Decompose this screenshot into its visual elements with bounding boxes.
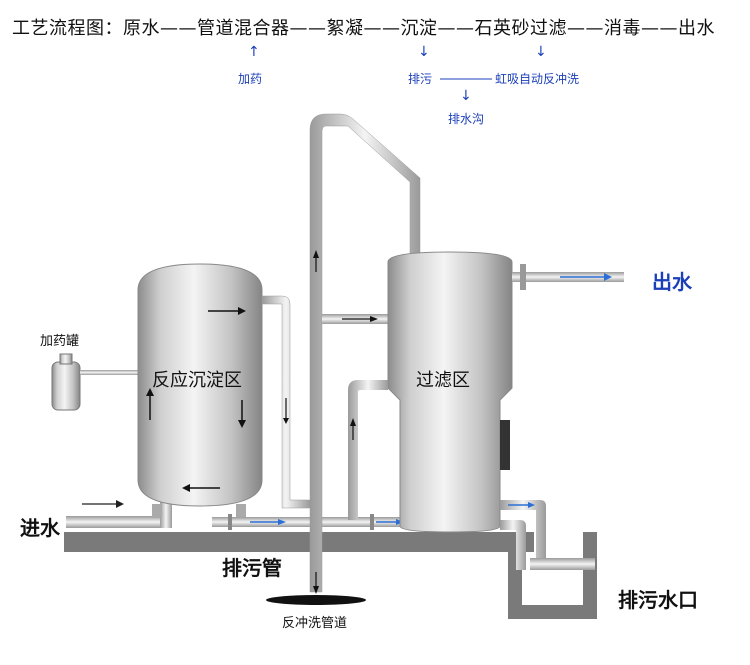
drain-outlet-label: 排污水口	[618, 588, 698, 612]
filter-tank	[387, 251, 513, 533]
flow-arrow-head	[313, 250, 319, 258]
inlet-riser	[160, 500, 172, 528]
filter-drain-pipe	[500, 520, 526, 570]
siphon-backwash-annotation: 虹吸自动反冲洗	[495, 72, 580, 86]
down-arrow-icon: ↓	[418, 44, 430, 60]
pipe-flange	[370, 514, 374, 530]
outlet-label: 出水	[652, 270, 692, 294]
reaction-zone-label: 反应沉淀区	[152, 370, 242, 391]
flow-arrow-head	[278, 519, 286, 525]
down-arrow-icon: ↓	[460, 88, 472, 104]
ditch-annotation: 排水沟	[448, 112, 485, 126]
drain-outlet-pipe	[530, 558, 595, 570]
down-arrow-icon: ↓	[535, 44, 547, 60]
filter-drain-pipe	[500, 500, 546, 560]
reaction-tank	[137, 263, 263, 507]
drain-pipe-label: 排污管	[222, 556, 282, 580]
tank-leg	[152, 504, 162, 518]
flow-arrow-head	[283, 418, 289, 424]
flow-arrow-head	[238, 307, 246, 315]
siphon-pipe	[309, 113, 421, 593]
sight-glass	[500, 420, 510, 470]
flow-arrow-head	[528, 502, 535, 508]
flow-prefix: 工艺流程图：	[12, 18, 123, 39]
ground-slab	[64, 532, 534, 552]
up-arrow-icon: ↑	[248, 44, 260, 60]
drain-annotation: 排污	[408, 72, 433, 86]
outlet-flange	[520, 264, 526, 290]
pipe-flange	[228, 514, 232, 530]
filter-side-pipe	[348, 380, 388, 520]
process-flow-title: 工艺流程图：原水——管道混合器——絮凝——沉淀——石英砂过滤——消毒——出水	[12, 14, 715, 40]
inlet-label: 进水	[20, 516, 60, 540]
inlet-arrow-head	[116, 500, 124, 508]
dosing-tank	[51, 361, 81, 411]
inlet-pipe	[66, 516, 166, 528]
bottom-transfer-pipe	[212, 517, 402, 527]
backwash-pipe-disc	[266, 595, 366, 605]
flow-arrow-head	[350, 418, 356, 426]
flow-arrow-head	[146, 388, 154, 396]
flow-arrow-head	[238, 420, 246, 428]
drain-trench	[508, 532, 597, 619]
dosing-tank-label: 加药罐	[40, 334, 80, 349]
dosing-annotation: 加药	[238, 72, 263, 86]
flow-sequence: 原水——管道混合器——絮凝——沉淀——石英砂过滤——消毒——出水	[123, 18, 715, 39]
filter-zone-label: 过滤区	[416, 370, 470, 391]
flow-arrow-head	[370, 316, 378, 322]
backwash-pipe-label: 反冲洗管道	[282, 616, 348, 631]
dosing-tank-cap	[59, 353, 73, 365]
flow-arrow-head	[182, 484, 190, 492]
flow-arrow-head	[313, 586, 319, 594]
tank-leg	[236, 504, 246, 518]
dosing-pipe	[80, 370, 138, 375]
flow-arrow-head	[604, 273, 612, 281]
